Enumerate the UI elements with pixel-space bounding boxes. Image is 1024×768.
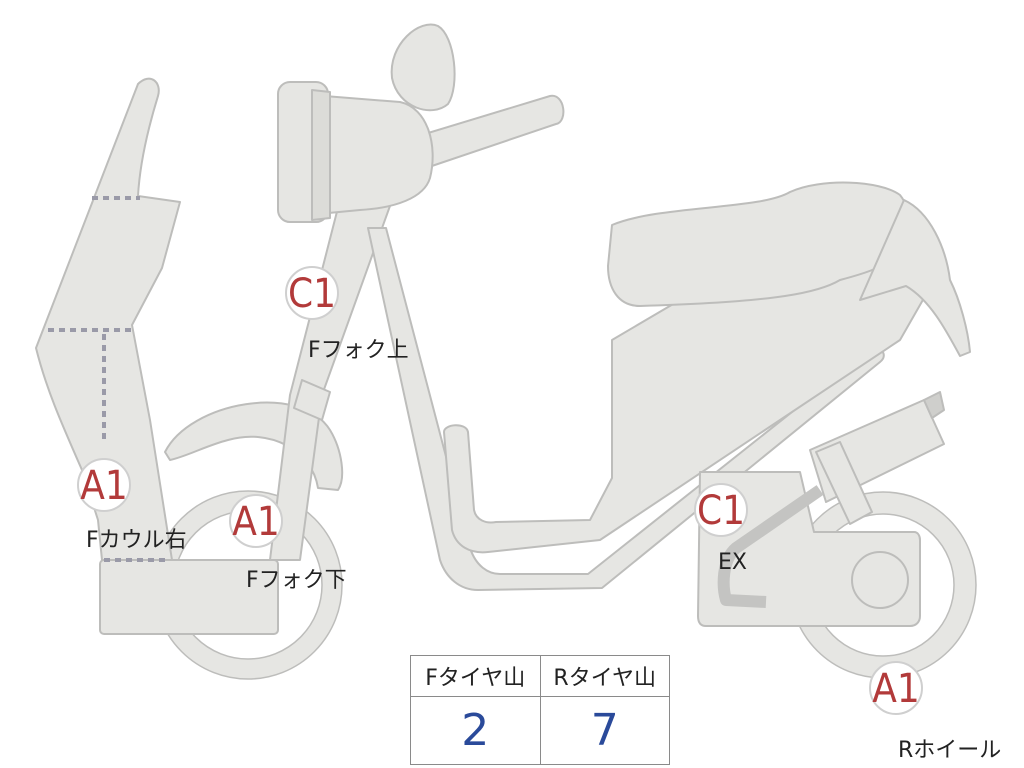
badge-fork-bottom: A1 bbox=[229, 494, 283, 548]
handlebar bbox=[404, 94, 565, 171]
badge-cowl-right: A1 bbox=[77, 458, 131, 512]
front-tire-header: Fタイヤ山 bbox=[410, 654, 541, 698]
grade-text: A1 bbox=[80, 463, 128, 509]
grade-text: A1 bbox=[872, 666, 920, 712]
rear-hub bbox=[851, 551, 909, 609]
rear-tire-header: Rタイヤ山 bbox=[539, 654, 670, 698]
label-fork-bottom: Fフォク下 bbox=[246, 568, 347, 593]
tire-tread-table: Fタイヤ山 Rタイヤ山 2 7 bbox=[410, 654, 670, 765]
grade-text: A1 bbox=[232, 499, 280, 545]
lower-body bbox=[443, 259, 941, 554]
mirror bbox=[390, 23, 456, 112]
grade-text: C1 bbox=[697, 488, 745, 534]
label-fork-top: Fフォク上 bbox=[308, 338, 409, 363]
label-cowl-right: Fカウル右 bbox=[86, 528, 187, 553]
badge-rear-wheel: A1 bbox=[869, 661, 923, 715]
label-exhaust: EX bbox=[718, 550, 747, 575]
headlight-housing bbox=[311, 94, 434, 215]
front-tire-value: 2 bbox=[410, 696, 541, 765]
rear-body bbox=[859, 199, 971, 357]
badge-exhaust: C1 bbox=[694, 483, 748, 537]
label-rear-wheel: Rホイール bbox=[898, 738, 1002, 763]
rear-tire-value: 7 bbox=[539, 696, 670, 765]
floor-step bbox=[99, 559, 279, 635]
exhaust-pipe bbox=[717, 485, 824, 608]
badge-fork-top: C1 bbox=[285, 266, 339, 320]
grade-text: C1 bbox=[288, 271, 336, 317]
